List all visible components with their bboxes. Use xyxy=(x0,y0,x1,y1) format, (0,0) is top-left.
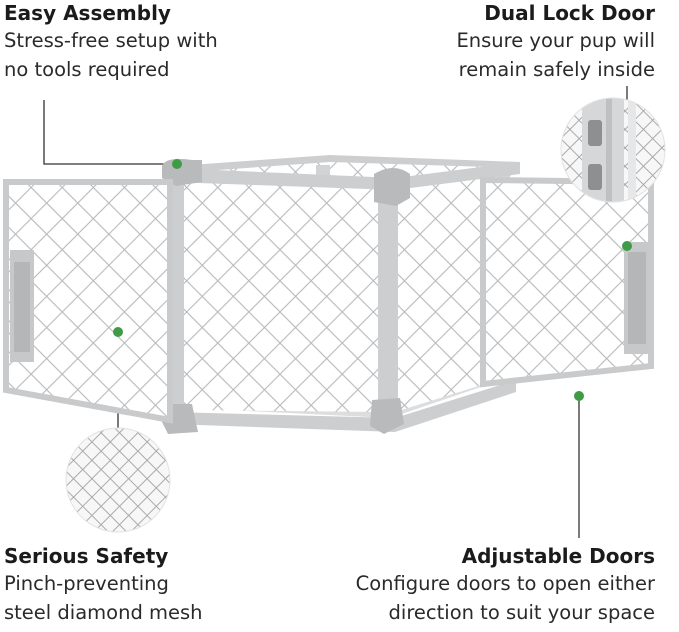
callout-line: remain safely inside xyxy=(458,58,655,81)
callout-text: Configure doors to open either direction… xyxy=(356,569,655,627)
callout-dual-lock-door: Dual Lock Door Ensure your pup will rema… xyxy=(456,0,655,84)
callout-text: Ensure your pup will remain safely insid… xyxy=(456,26,655,84)
callout-line: Pinch-preventing xyxy=(4,572,169,595)
crate-right-wall xyxy=(395,178,485,412)
callout-title: Dual Lock Door xyxy=(484,1,655,25)
left-door xyxy=(3,179,173,424)
callout-line: Configure doors to open either xyxy=(355,572,655,595)
mesh-detail-zoom xyxy=(65,427,171,533)
callout-title: Easy Assembly xyxy=(4,1,171,25)
marker-serious-safety xyxy=(113,327,123,337)
callout-title: Serious Safety xyxy=(4,544,169,568)
crate-frame xyxy=(168,155,520,432)
callout-line: direction to suit your space xyxy=(388,601,655,624)
callout-easy-assembly: Easy Assembly Stress-free setup with no … xyxy=(4,0,218,84)
callout-line: Ensure your pup will xyxy=(456,29,655,52)
callout-title: Adjustable Doors xyxy=(461,544,655,568)
crate-front-left-wall xyxy=(182,178,383,412)
callout-line: steel diamond mesh xyxy=(4,601,203,624)
marker-dual-lock xyxy=(622,241,632,251)
callout-text: Stress-free setup with no tools required xyxy=(4,26,218,84)
callout-serious-safety: Serious Safety Pinch-preventing steel di… xyxy=(4,543,203,627)
callout-line: no tools required xyxy=(4,58,170,81)
callout-markers xyxy=(113,159,632,401)
callout-line: Stress-free setup with xyxy=(4,29,218,52)
crate-corners xyxy=(162,158,410,434)
lock-detail-zoom xyxy=(560,97,666,203)
marker-easy-assembly xyxy=(172,159,182,169)
callout-text: Pinch-preventing steel diamond mesh xyxy=(4,569,203,627)
marker-adjustable-doors xyxy=(574,391,584,401)
callout-adjustable-doors: Adjustable Doors Configure doors to open… xyxy=(356,543,655,627)
